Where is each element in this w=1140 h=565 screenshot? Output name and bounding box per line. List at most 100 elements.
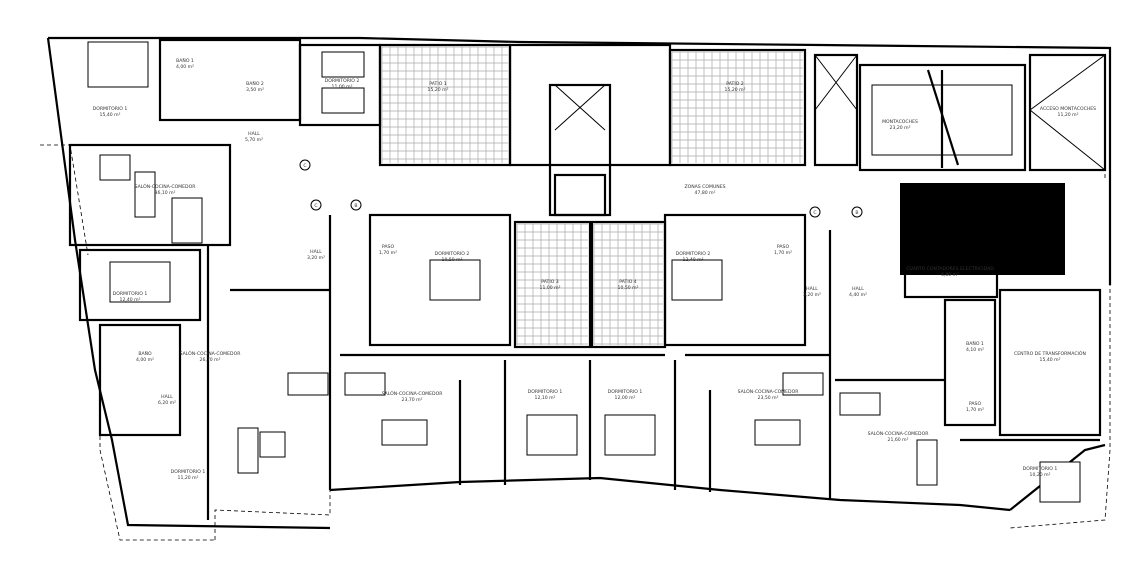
room-area: 3,20 m² <box>307 255 325 261</box>
room-label-dorm-a2: DORMITORIO 211,00 m² <box>325 78 360 90</box>
bed <box>1039 461 1081 503</box>
room-area: 23,70 m² <box>402 397 423 403</box>
room-label-patio-2: PATIO 215,20 m² <box>725 81 746 93</box>
room-name: HALL <box>161 394 173 400</box>
room-area: 3,20 m² <box>803 292 821 298</box>
room-area: 12,10 m² <box>535 395 556 401</box>
sofa <box>99 154 131 181</box>
room-area: 11,00 m² <box>332 84 353 90</box>
bed <box>321 51 365 78</box>
room-area: 4,10 m² <box>966 347 984 353</box>
dining-table <box>344 372 386 396</box>
room-name: PASO <box>777 244 790 250</box>
room-area: 6,20 m² <box>158 400 176 406</box>
sofa <box>237 427 259 474</box>
room-name: PATIO 3 <box>541 279 558 285</box>
room-area: 1,70 m² <box>966 407 984 413</box>
room-area: 1,70 m² <box>774 250 792 256</box>
interior-walls <box>68 38 1107 520</box>
room-name: DORMITORIO 2 <box>676 251 711 257</box>
room-label-dorm-c: DORMITORIO 210,50 m² <box>435 251 470 263</box>
sofa <box>134 171 156 218</box>
room-label-patio-1: PATIO 115,20 m² <box>428 81 449 93</box>
room-area: 21,60 m² <box>888 437 909 443</box>
dining-table <box>287 372 329 396</box>
bed <box>526 414 578 456</box>
room-name: BAÑO 1 <box>176 57 194 64</box>
room-name: DORMITORIO 2 <box>325 78 360 84</box>
room-area: 15,20 m² <box>428 87 449 93</box>
room-name: MONTACOCHES <box>882 119 918 125</box>
room-name: DORMITORIO 1 <box>1023 466 1058 472</box>
bed <box>87 41 149 88</box>
room-name: DORMITORIO 1 <box>528 389 563 395</box>
room-name: HALL <box>806 286 818 292</box>
room-area: 11,20 m² <box>178 475 199 481</box>
room-area: 15,40 m² <box>100 112 121 118</box>
room-area: 4,00 m² <box>176 64 194 70</box>
room-label-dorm-d1: DORMITORIO 112,00 m² <box>608 389 643 401</box>
sofa <box>916 439 938 486</box>
furniture <box>87 41 1106 503</box>
room-name: BAÑO <box>138 350 152 357</box>
door-marker: C <box>809 206 821 218</box>
room-name: DORMITORIO 1 <box>113 291 148 297</box>
room-area: 10,50 m² <box>442 257 463 263</box>
room-area: 4,80 m² <box>941 272 959 278</box>
room-area: 36,10 m² <box>155 190 176 196</box>
room-area: 11,20 m² <box>1058 112 1079 118</box>
svg-text:C: C <box>303 163 306 169</box>
door-marker: B <box>350 199 362 211</box>
patio-tile-grids <box>381 46 803 345</box>
bed <box>604 414 656 456</box>
room-area: 15,40 m² <box>1040 357 1061 363</box>
room-area: 1,70 m² <box>379 250 397 256</box>
room-name: BAÑO 2 <box>246 80 264 87</box>
room-area: 23,50 m² <box>758 395 779 401</box>
room-name: HALL <box>248 131 260 137</box>
room-label-dorm-d2: DORMITORIO 212,40 m² <box>676 251 711 263</box>
room-name: CUARTO CONTADORES ELECTRICIDAD <box>906 266 994 272</box>
room-label-dorm-c1: DORMITORIO 112,10 m² <box>528 389 563 401</box>
room-name: PATIO 1 <box>429 81 446 87</box>
room-area: 12,40 m² <box>683 257 704 263</box>
room-name: ZONAS COMUNES <box>684 184 725 190</box>
svg-text:C: C <box>813 210 816 216</box>
room-name: SALÓN-COCINA-COMEDOR <box>180 350 242 357</box>
room-area: 15,20 m² <box>725 87 746 93</box>
room-name: DORMITORIO 1 <box>93 106 128 112</box>
door-marker: C <box>299 159 311 171</box>
room-name: DORMITORIO 1 <box>608 389 643 395</box>
room-label-dorm-a1: DORMITORIO 115,40 m² <box>93 106 128 118</box>
room-area: 23,20 m² <box>890 125 911 131</box>
room-label-patio-4: PATIO 410,50 m² <box>618 279 639 291</box>
room-area: 26,70 m² <box>200 357 221 363</box>
sofa <box>381 419 428 446</box>
svg-text:B: B <box>855 210 858 216</box>
room-area: 5,70 m² <box>245 137 263 143</box>
room-area: 11,00 m² <box>540 285 561 291</box>
room-label-dorm-e1: DORMITORIO 110,20 m² <box>1023 466 1058 478</box>
bed <box>429 259 481 301</box>
dining-table <box>782 372 824 396</box>
door-marker: C <box>310 199 322 211</box>
dining-table <box>171 197 203 244</box>
room-name: DORMITORIO 1 <box>171 469 206 475</box>
room-label-patio-3: PATIO 311,00 m² <box>540 279 561 291</box>
room-name: PATIO 4 <box>619 279 636 285</box>
svg-text:B: B <box>354 203 357 209</box>
room-name: PASO <box>969 401 982 407</box>
dining-table <box>839 392 881 416</box>
